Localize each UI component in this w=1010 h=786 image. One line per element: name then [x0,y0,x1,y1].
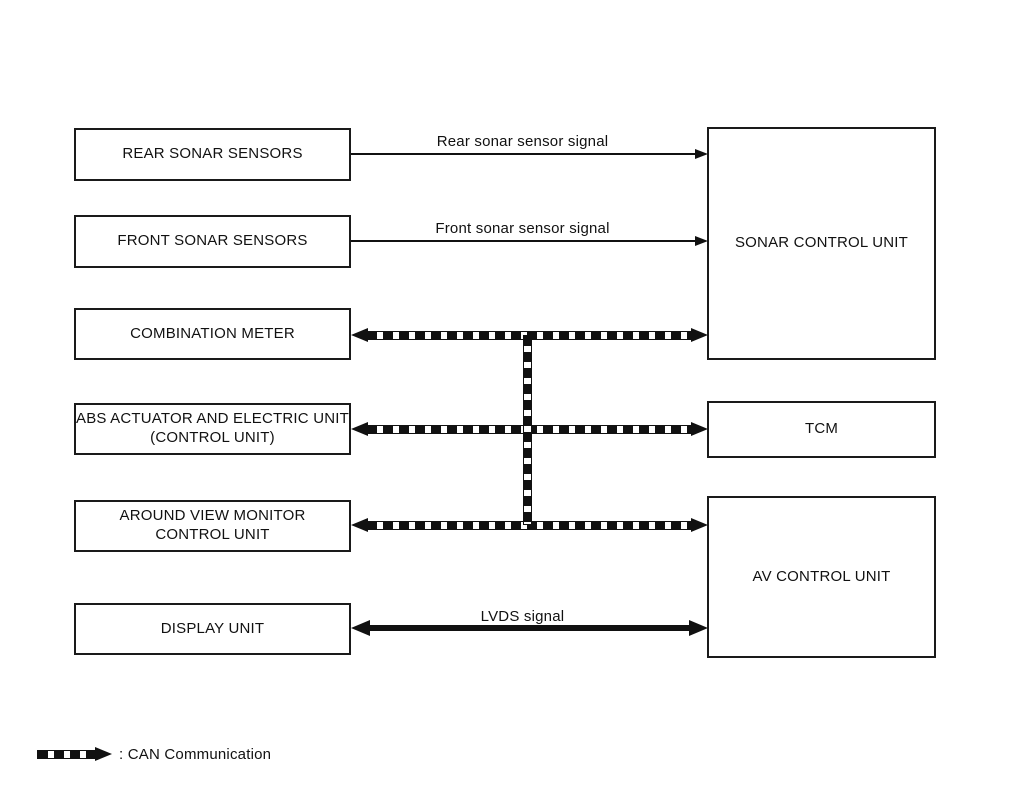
front-sonar-signal-label: Front sonar sensor signal [435,220,610,237]
box-label-display-unit: DISPLAY UNIT [160,619,265,637]
arrowhead-right-icon [691,518,708,532]
lvds-signal-label: LVDS signal [480,608,565,625]
box-around-view-monitor: AROUND VIEW MONITOR CONTROL UNIT [74,500,351,552]
can-legend-line [37,750,97,759]
rear-sonar-signal-label: Rear sonar sensor signal [436,133,609,150]
box-combination-meter: COMBINATION METER [74,308,351,360]
arrowhead-right-icon [691,328,708,342]
box-av-control-unit: AV CONTROL UNIT [707,496,936,658]
legend-label: : CAN Communication [119,746,272,763]
arrowhead-right-icon [95,747,112,761]
arrowhead-left-icon [351,620,370,636]
box-label-front-sonar-sensors: FRONT SONAR SENSORS [117,232,308,250]
arrowhead-right-icon [691,422,708,436]
box-label-combination-meter: COMBINATION METER [130,324,295,342]
lvds-line [367,625,693,631]
box-label-sonar-control-unit: SONAR CONTROL UNIT [734,234,909,252]
box-sonar-control-unit: SONAR CONTROL UNIT [707,127,936,360]
rear-sonar-signal-line [351,153,697,155]
arrowhead-left-icon [351,422,368,436]
box-label-tcm: TCM [804,420,839,438]
arrowhead-left-icon [351,328,368,342]
arrowhead-right-icon [695,236,708,246]
arrowhead-left-icon [351,518,368,532]
box-label-around-view-monitor: AROUND VIEW MONITOR CONTROL UNIT [119,507,306,543]
can-vertical-trunk [523,335,532,525]
box-rear-sonar-sensors: REAR SONAR SENSORS [74,128,351,181]
arrowhead-right-icon [695,149,708,159]
box-display-unit: DISPLAY UNIT [74,603,351,655]
box-tcm: TCM [707,401,936,458]
box-front-sonar-sensors: FRONT SONAR SENSORS [74,215,351,268]
box-label-rear-sonar-sensors: REAR SONAR SENSORS [122,145,303,163]
front-sonar-signal-line [351,240,697,242]
box-label-abs-actuator: ABS ACTUATOR AND ELECTRIC UNIT (CONTROL … [76,410,349,446]
arrowhead-right-icon [689,620,708,636]
box-abs-actuator: ABS ACTUATOR AND ELECTRIC UNIT (CONTROL … [74,403,351,455]
box-label-av-control-unit: AV CONTROL UNIT [752,567,891,585]
